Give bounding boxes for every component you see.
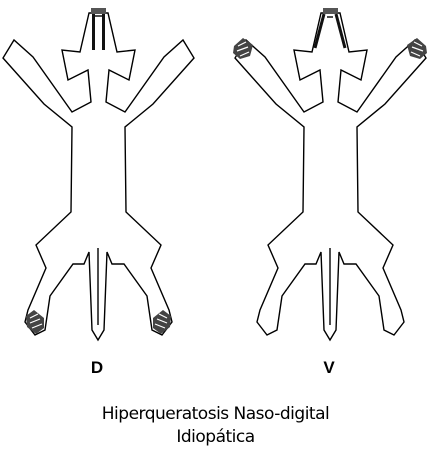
ventral-left-front-paw-lesion: [233, 38, 253, 59]
ventral-view-label: V: [323, 358, 335, 377]
caption-line-2: Idiopática: [176, 427, 255, 447]
dorsal-right-hind-paw-lesion: [153, 310, 171, 334]
dorsal-view-dog: [2, 8, 195, 341]
dorsal-nose-lesion: [91, 8, 106, 50]
caption-line-1: Hiperqueratosis Naso-digital: [101, 404, 330, 424]
ventral-right-front-paw-lesion: [407, 38, 427, 59]
ventral-nose-lesion: [313, 8, 347, 49]
ventral-view-dog: [233, 8, 427, 341]
dorsal-view-label: D: [90, 358, 104, 377]
dorsal-left-hind-paw-lesion: [26, 310, 44, 334]
